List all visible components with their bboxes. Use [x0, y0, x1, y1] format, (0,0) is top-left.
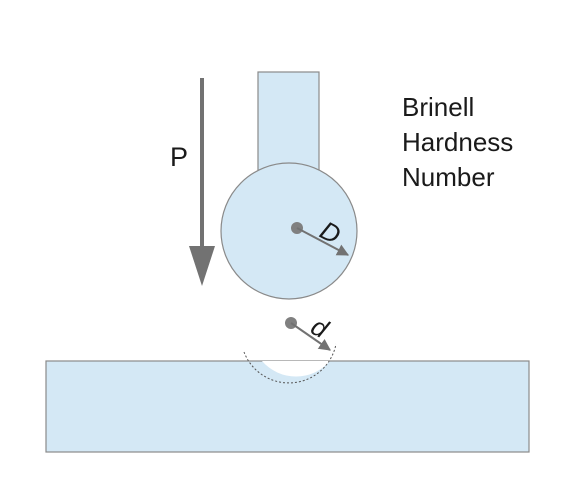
specimen-block	[45, 360, 530, 453]
ball-diameter-arrow	[296, 227, 350, 256]
title-line-1: Brinell	[402, 92, 474, 122]
indentation-outline	[243, 343, 337, 384]
force-arrow-head	[189, 246, 215, 286]
title-line-2: Hardness	[402, 127, 513, 157]
indent-diameter-arrow	[290, 322, 331, 351]
title-line-3: Number	[402, 162, 495, 192]
indenter-shaft	[257, 71, 320, 177]
indenter-ball	[220, 162, 358, 300]
indentation-fill	[262, 361, 330, 377]
indent-diameter-label: d	[306, 311, 334, 345]
force-label: P	[170, 142, 188, 172]
